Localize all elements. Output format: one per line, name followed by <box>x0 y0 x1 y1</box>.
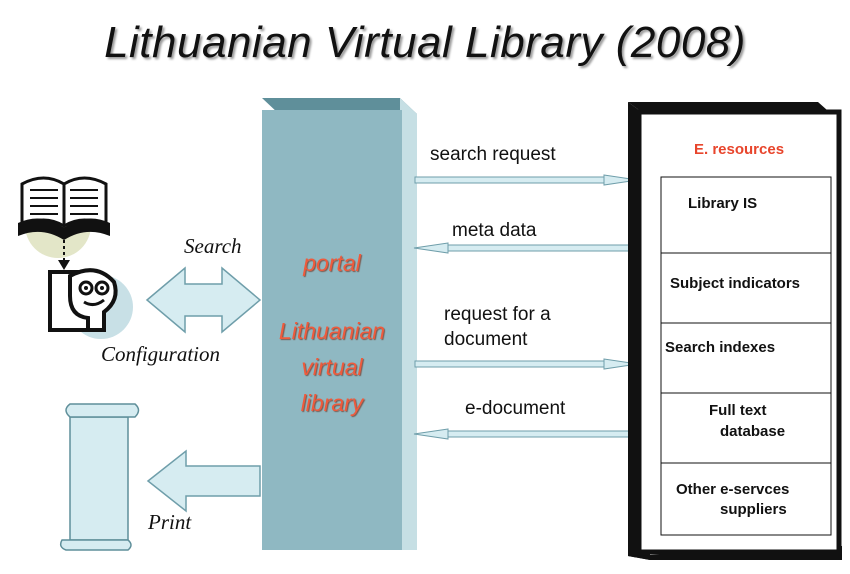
resource-full-text-line2: database <box>720 423 786 440</box>
request-document-label-line1: request for a <box>444 304 551 325</box>
scroll-icon <box>59 403 140 551</box>
resource-search-indexes: Search indexes <box>665 339 776 356</box>
flow-arrow-search-request <box>414 174 639 186</box>
search-double-arrow <box>145 266 262 334</box>
resources-box <box>628 102 842 560</box>
print-label: Print <box>148 510 192 534</box>
portal-column-side <box>400 98 417 550</box>
portal-name-line3: library <box>300 390 364 416</box>
resource-subject-indicators: Subject indicators <box>670 275 801 292</box>
portal-column-front <box>262 110 402 550</box>
portal-label: portal <box>303 250 361 276</box>
meta-data-label: meta data <box>452 220 537 241</box>
e-document-label: e-document <box>465 398 566 419</box>
flow-arrow-e-document <box>413 428 638 440</box>
diagram-title: Lithuanian Virtual Library (2008) <box>104 18 746 67</box>
resources-title: E. resources <box>694 141 785 158</box>
request-document-label-line2: document <box>444 329 528 350</box>
search-label: Search <box>184 234 242 258</box>
search-request-label: search request <box>430 144 556 165</box>
resource-library-is: Library IS <box>688 195 758 212</box>
resource-other-line2: suppliers <box>720 501 787 518</box>
book-icon <box>18 176 110 270</box>
resource-full-text-line1: Full text <box>709 402 767 419</box>
flow-arrow-meta-data <box>413 242 638 254</box>
configuration-label: Configuration <box>101 342 221 366</box>
print-arrow <box>146 449 261 513</box>
portal-column <box>262 98 417 550</box>
configuration-face-icon <box>48 268 133 339</box>
flow-arrow-request-document <box>414 358 639 370</box>
portal-name-line2: virtual <box>301 354 363 380</box>
portal-name-line1: Lithuanian <box>278 318 386 344</box>
resource-other-line1: Other e-servces <box>676 481 790 498</box>
